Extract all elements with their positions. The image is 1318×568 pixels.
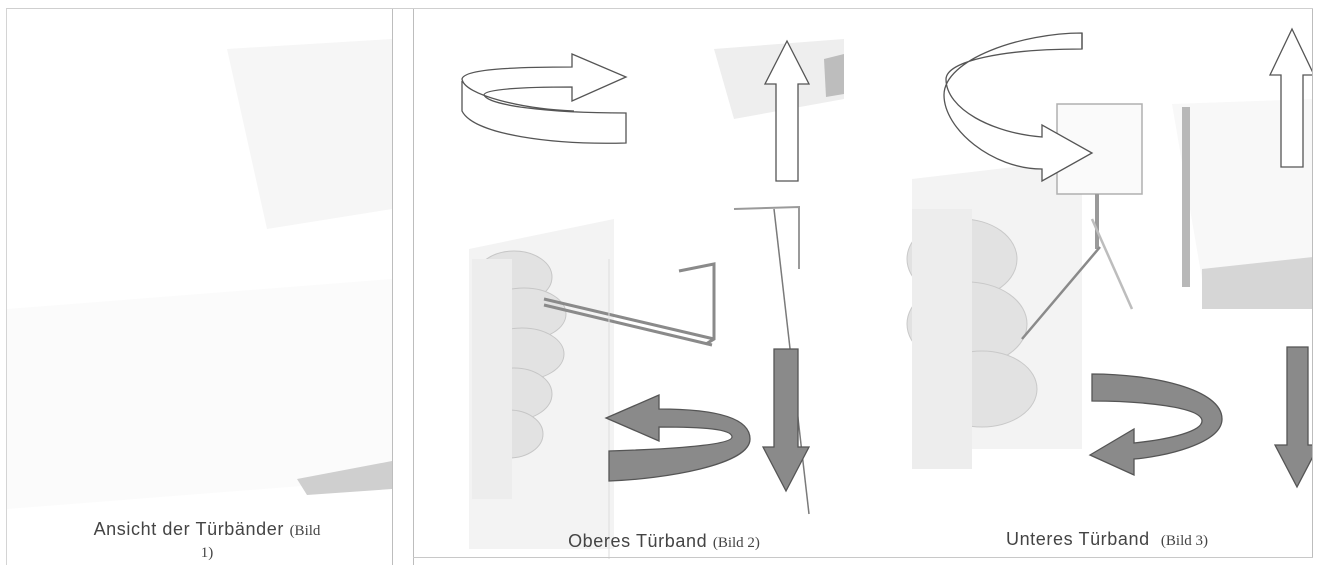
caption-text: Unteres Türband — [1006, 529, 1150, 549]
arrow-down-icon — [763, 349, 809, 491]
caption-ref: (Bild 2) — [713, 535, 760, 551]
photo-hinges-overview — [7, 9, 392, 565]
caption-ref: 1) — [201, 545, 214, 561]
rotate-arrow-dark-icon — [606, 395, 750, 481]
photo-lower-hinge — [902, 9, 1313, 565]
caption-ref: (Bild — [290, 523, 321, 539]
caption-bild-2: Oberes Türband (Bild 2) — [474, 531, 854, 553]
caption-ref: (Bild 3) — [1161, 533, 1208, 549]
panel-divider — [392, 9, 393, 565]
panel-divider — [1312, 9, 1313, 557]
caption-bild-1: Ansicht der Türbänder (Bild 1) — [27, 519, 387, 563]
caption-text: Ansicht der Türbänder — [94, 519, 284, 539]
caption-text: Oberes Türband — [568, 531, 707, 551]
panel-bild-1: Ansicht der Türbänder (Bild 1) — [7, 9, 392, 565]
rotate-arrow-dark-icon — [1090, 374, 1222, 475]
panel-bild-3: Unteres Türband (Bild 3) — [902, 9, 1313, 565]
panel-divider — [413, 557, 1313, 558]
arrow-down-icon — [1275, 347, 1313, 487]
panel-bild-2: Oberes Türband (Bild 2) — [413, 9, 884, 565]
caption-bild-3: Unteres Türband (Bild 3) — [922, 529, 1292, 551]
figure-frame: Ansicht der Türbänder (Bild 1) — [6, 8, 1313, 565]
rotate-arrow-icon — [462, 54, 626, 143]
photo-upper-hinge — [414, 9, 884, 565]
